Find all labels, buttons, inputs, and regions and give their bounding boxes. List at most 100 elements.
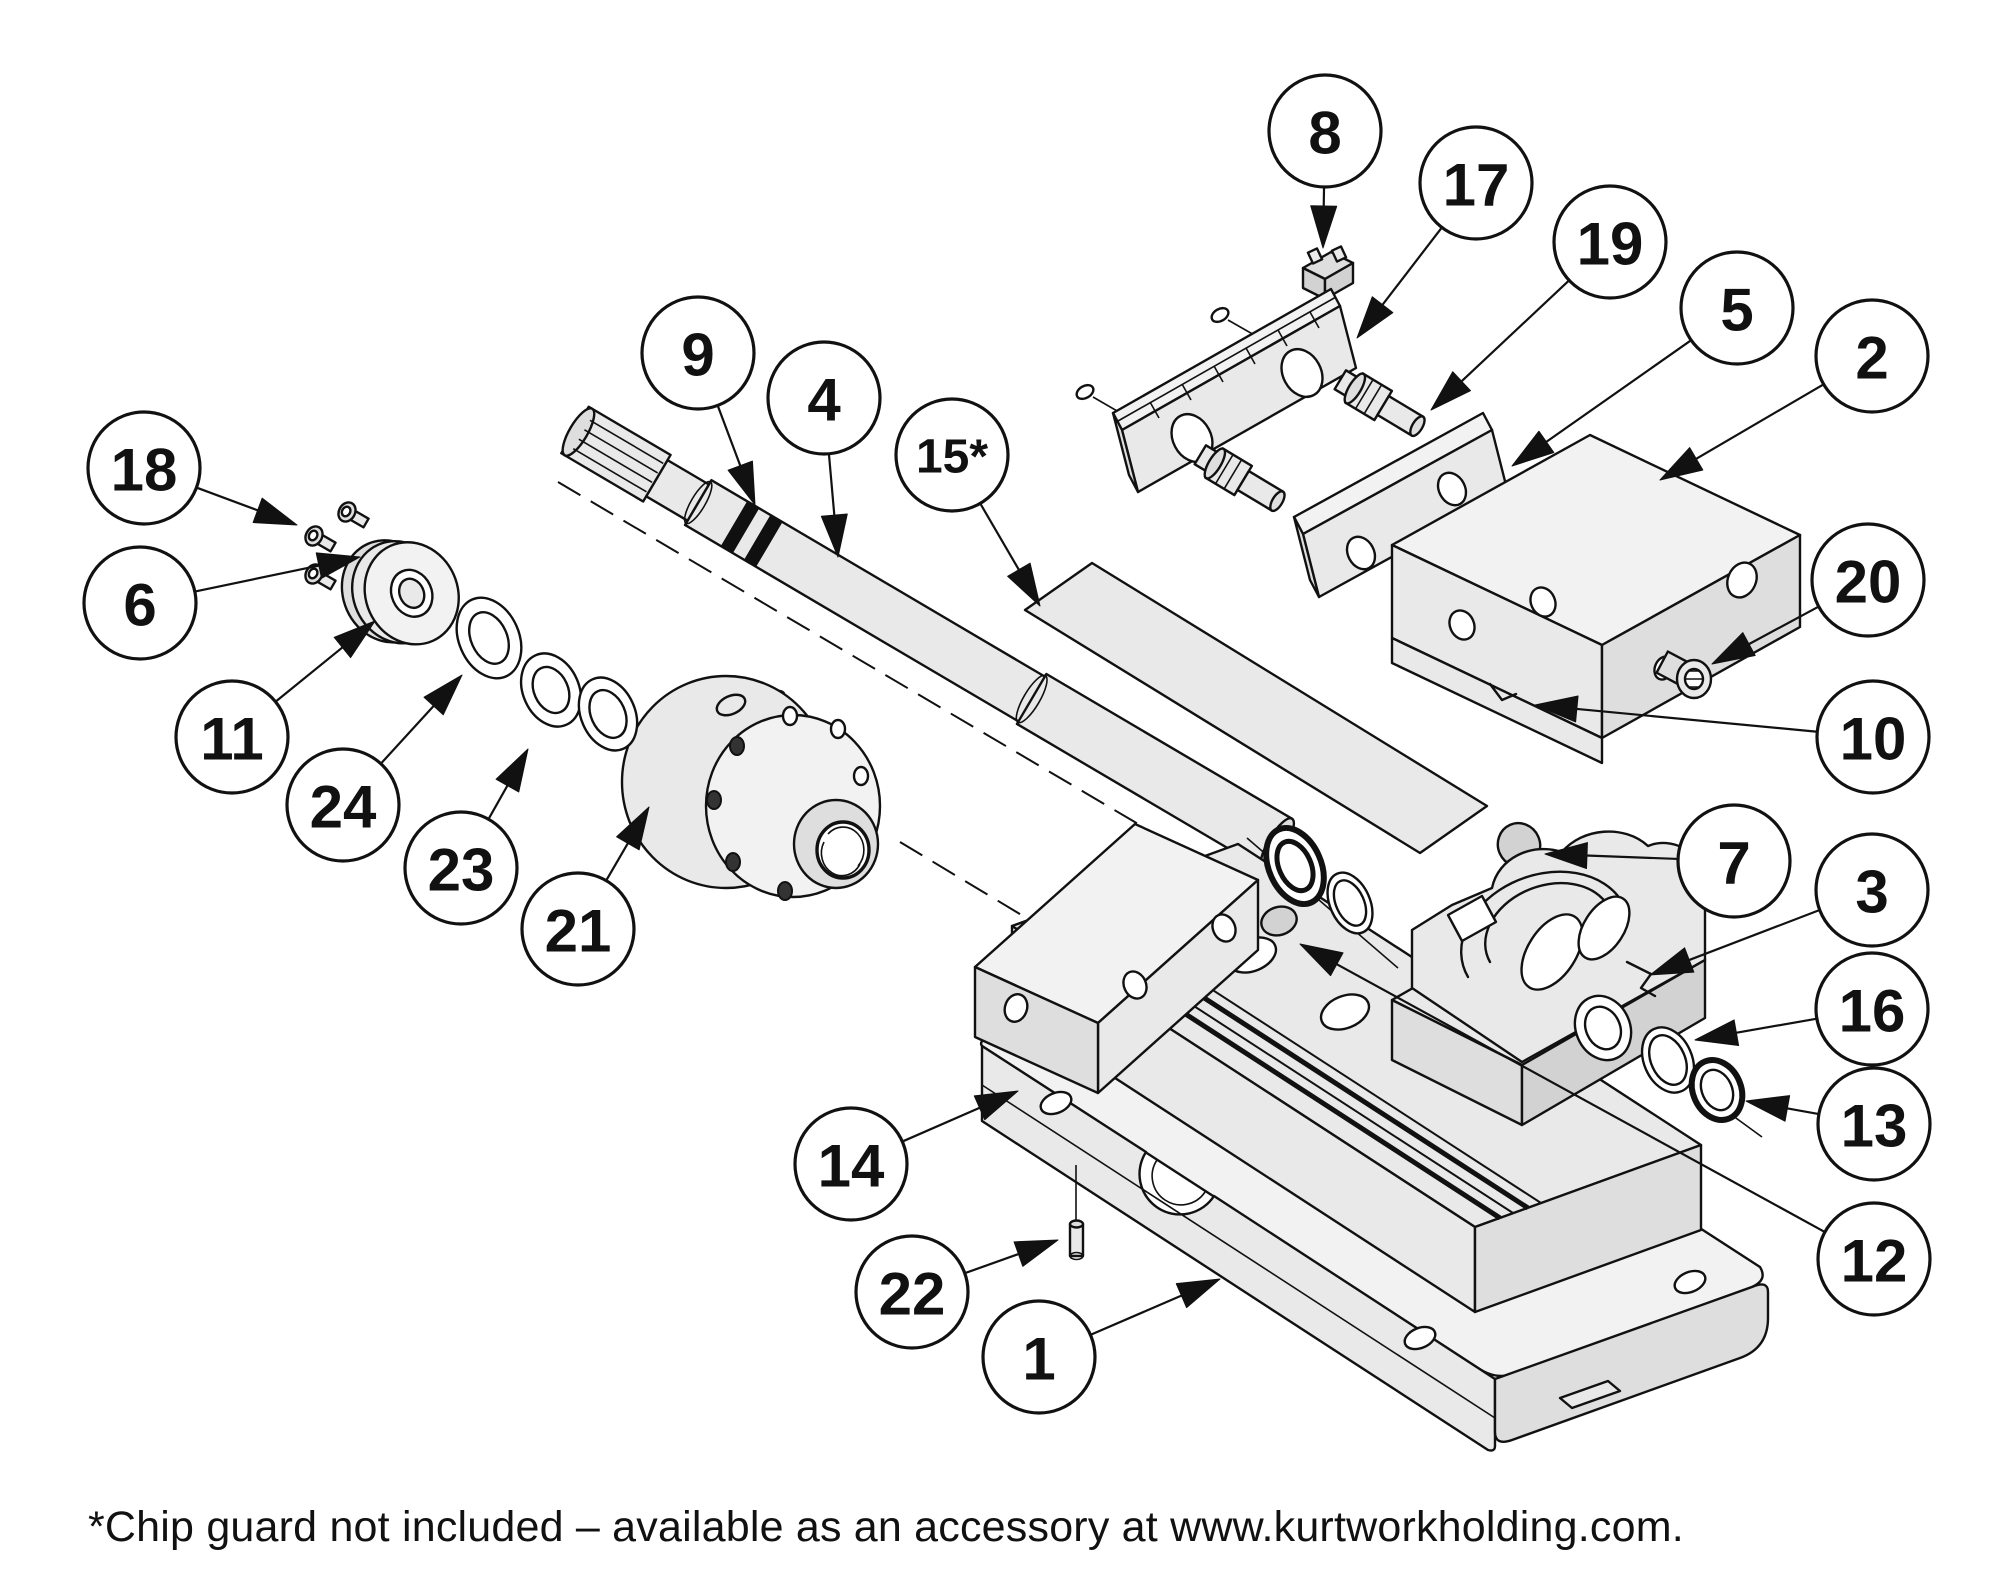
callout-balloon-18: 18 — [86, 410, 298, 526]
leader-arrowhead — [1356, 296, 1394, 339]
callout-balloon-13: 13 — [1745, 1066, 1932, 1182]
balloon-circle — [1816, 1201, 1932, 1317]
leader-line — [827, 453, 836, 520]
callout-balloon-24: 24 — [285, 674, 463, 863]
callout-balloon-20: 20 — [1711, 522, 1926, 665]
balloon-number: 5 — [1720, 277, 1753, 344]
callout-balloon-19: 19 — [1430, 184, 1668, 411]
leader-arrowhead — [315, 552, 361, 579]
leader-arrowhead — [1430, 371, 1472, 411]
leader-line — [487, 781, 511, 820]
set-screw-drawing — [1655, 650, 1713, 700]
balloon-number: 9 — [681, 322, 714, 389]
callout-balloon-17: 17 — [1356, 125, 1534, 339]
leader-arrowhead — [1694, 1019, 1740, 1047]
leader-line — [1089, 1293, 1186, 1336]
leader-arrowhead — [1534, 695, 1579, 723]
leader-line — [1732, 1017, 1818, 1035]
balloon-number: 2 — [1855, 325, 1888, 392]
jaw-seal-ring-drawing — [1688, 1057, 1746, 1123]
leader-line — [716, 405, 743, 470]
balloon-circle — [981, 1299, 1097, 1415]
balloon-number: 10 — [1840, 706, 1907, 773]
leader-arrowhead — [495, 748, 529, 793]
callout-balloon-10: 10 — [1534, 679, 1931, 795]
leader-line — [380, 702, 438, 765]
chip-guard-clamp-drawing — [1301, 245, 1355, 330]
leader-arrowhead — [1310, 205, 1338, 249]
leader-arrowhead — [727, 460, 756, 506]
leader-line — [1379, 226, 1443, 309]
movable-jaw-carriage-drawing — [1390, 830, 1763, 1138]
leader-arrowhead — [1175, 1278, 1221, 1309]
balloon-circle — [1810, 522, 1926, 638]
balloon-circle — [854, 1234, 970, 1350]
balloon-circle — [1679, 250, 1795, 366]
leader-arrowhead — [1711, 632, 1756, 665]
balloon-number: 11 — [200, 706, 263, 773]
leader-arrowhead — [1511, 430, 1555, 467]
leader-arrowhead — [973, 1090, 1019, 1121]
balloon-number: 13 — [1841, 1093, 1908, 1160]
balloon-number: 4 — [807, 367, 841, 434]
balloon-number: 24 — [310, 774, 377, 841]
balloon-circle — [1552, 184, 1668, 300]
balloon-number: 18 — [111, 437, 178, 504]
balloon-number: 20 — [1835, 549, 1902, 616]
leader-line — [1685, 908, 1821, 963]
balloon-circle — [1816, 1066, 1932, 1182]
balloon-circle — [1267, 73, 1383, 189]
leader-line — [964, 1251, 1023, 1275]
callout-balloon-22: 22 — [854, 1234, 1059, 1350]
jaw-insert-drawing — [1390, 636, 1604, 765]
balloon-circle — [82, 545, 198, 661]
leader-line — [1542, 339, 1692, 446]
movable-jaw-block-drawing — [1390, 433, 1802, 765]
chip-guard-footnote: *Chip guard not included – available as … — [88, 1503, 1684, 1551]
leader-arrowhead — [1299, 943, 1344, 977]
callout-balloon-9: 9 — [640, 295, 756, 506]
leader-line — [1572, 707, 1818, 733]
leader-arrowhead — [1544, 842, 1588, 870]
leader-line — [901, 1105, 984, 1143]
dowel-pin-drawing — [1068, 1165, 1085, 1261]
balloon-number: 23 — [428, 837, 495, 904]
balloon-circle — [520, 871, 636, 987]
callout-balloon-8: 8 — [1267, 73, 1383, 249]
vise-screw-drawing — [560, 405, 1296, 871]
clamp-beam-drawing — [973, 822, 1260, 1095]
leader-arrowhead — [333, 620, 376, 659]
leader-arrowhead — [1013, 1239, 1059, 1267]
balloon-number: 22 — [879, 1261, 946, 1328]
balloon-circle — [1814, 832, 1930, 948]
leader-arrowhead — [1649, 947, 1695, 976]
balloon-circle — [1676, 803, 1792, 919]
chip-guard-plate-drawing — [1023, 561, 1489, 855]
callout-balloon-4: 4 — [766, 340, 882, 558]
balloon-number: 14 — [818, 1133, 885, 1200]
balloon-circle — [640, 295, 756, 411]
callout-balloon-5: 5 — [1511, 250, 1795, 467]
leader-arrowhead — [616, 806, 650, 851]
leader-arrowhead — [423, 674, 463, 716]
leader-arrowhead — [1659, 447, 1704, 481]
balloon-circle — [1814, 298, 1930, 414]
leader-line — [196, 486, 262, 513]
balloon-number: 19 — [1577, 211, 1644, 278]
balloon-circle — [766, 340, 882, 456]
balloon-number: 8 — [1308, 100, 1341, 167]
balloon-circle — [1815, 679, 1931, 795]
leader-line — [194, 563, 324, 593]
callout-balloon-11: 11 — [174, 620, 376, 795]
leader-line — [1457, 279, 1570, 385]
leader-line — [274, 644, 347, 703]
jaw-stud-lower-drawing — [1193, 444, 1286, 513]
callout-balloon-14: 14 — [793, 1090, 1019, 1222]
balloon-number: 7 — [1717, 830, 1750, 897]
callout-balloon-15: 15* — [894, 397, 1041, 607]
balloon-number: 12 — [1841, 1228, 1908, 1295]
callout-balloon-1: 1 — [981, 1278, 1221, 1415]
leader-arrowhead — [1007, 562, 1041, 607]
leader-line — [1783, 1106, 1820, 1116]
